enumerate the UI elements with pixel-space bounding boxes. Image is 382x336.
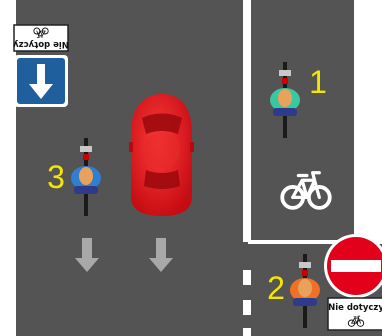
cyclist-3-label: 3 [47, 159, 65, 195]
plate-text-bottom: Nie dotyczy [328, 303, 382, 313]
cyclist-2-label: 2 [267, 270, 285, 306]
plate-text-top: Nie dotyczy [13, 39, 69, 49]
bottom-right-sign-assembly: Nie dotyczy [324, 234, 382, 330]
red-car [129, 94, 194, 216]
road [16, 0, 382, 336]
dashed-lane-segment [243, 300, 251, 315]
no-entry-bar [331, 260, 381, 272]
top-left-sign-assembly: Nie dotyczy [13, 25, 69, 107]
cyclist-1-label: 1 [309, 64, 327, 100]
dashed-lane-segment [243, 270, 251, 285]
solid-lane-line [243, 0, 251, 242]
dashed-lane-segment [243, 328, 251, 336]
